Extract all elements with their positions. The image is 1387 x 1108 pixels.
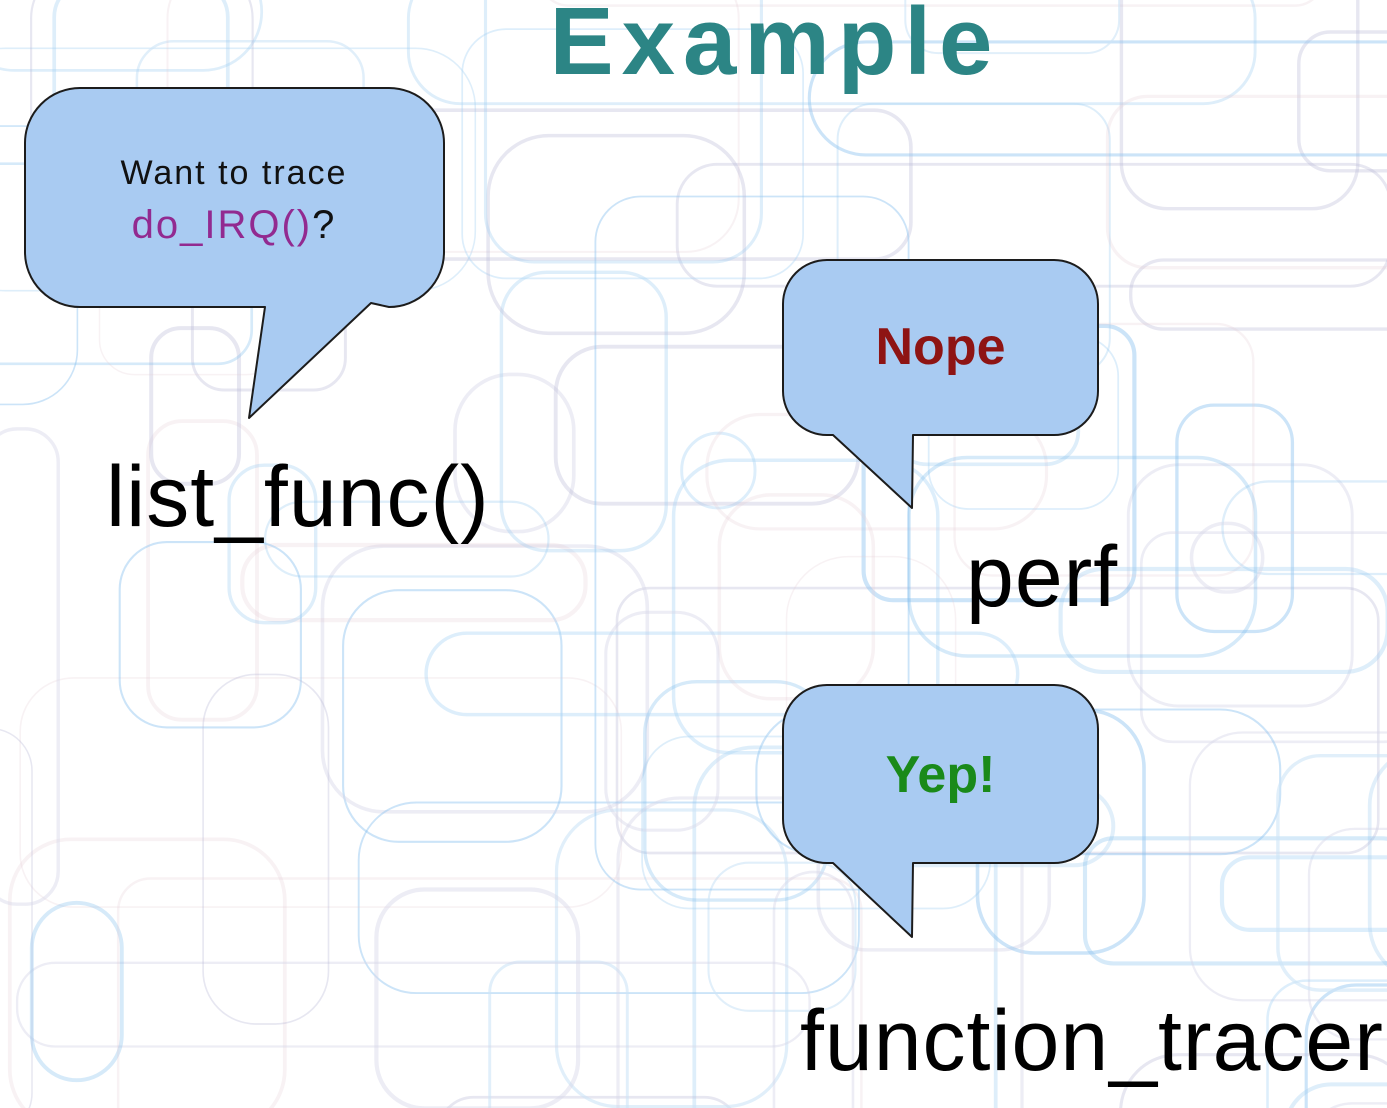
circuit-pattern-shape — [772, 870, 855, 1108]
circuit-pattern-shape — [907, 455, 1258, 658]
circuit-pattern-shape — [357, 801, 860, 995]
circuit-pattern-shape — [1219, 855, 1387, 932]
circuit-pattern-shape — [1367, 761, 1387, 968]
circuit-pattern-shape — [1276, 753, 1387, 992]
speech-bubble-question-text: Want to trace do_IRQ()? — [33, 147, 435, 251]
circuit-pattern-shape — [1129, 258, 1387, 331]
speech-bubble-question-shape — [24, 87, 445, 419]
question-code-text: do_IRQ() — [131, 203, 313, 247]
circuit-pattern-shape — [1126, 463, 1354, 708]
circuit-pattern-shape — [1175, 403, 1295, 634]
question-line1: Want to trace — [120, 154, 348, 192]
circuit-pattern-shape — [0, 427, 60, 906]
circuit-pattern-shape — [0, 728, 33, 1108]
circuit-pattern-shape — [483, 0, 763, 264]
speech-bubble-nope-shape — [782, 259, 1099, 509]
circuit-pattern-shape — [1307, 827, 1387, 1041]
circuit-pattern-shape — [1297, 30, 1387, 173]
circuit-pattern-shape — [446, 1095, 732, 1108]
circuit-pattern-shape — [594, 195, 910, 891]
circuit-pattern-shape — [227, 463, 318, 625]
label-list-func: list_func() — [106, 449, 490, 545]
circuit-pattern-shape — [953, 322, 1255, 577]
question-mark-text: ? — [312, 203, 337, 247]
circuit-pattern-shape — [488, 960, 629, 1108]
circuit-pattern-shape — [1221, 480, 1387, 576]
circuit-pattern-shape — [116, 877, 863, 1108]
speech-bubble-nope: Nope — [781, 258, 1101, 513]
circuit-pattern-shape — [1139, 531, 1387, 744]
circuit-pattern-shape — [604, 610, 720, 832]
circuit-pattern-shape — [406, 0, 1257, 106]
circuit-pattern-shape — [29, 900, 124, 1083]
circuit-pattern-shape — [342, 589, 563, 843]
circuit-pattern-shape — [146, 419, 259, 722]
circuit-pattern-shape — [707, 861, 857, 1012]
circuit-pattern-shape — [461, 28, 804, 280]
circuit-pattern-shape — [1119, 0, 1360, 211]
circuit-pattern-shape — [0, 0, 264, 72]
speech-bubble-yep-text: Yep! — [885, 746, 996, 804]
circuit-pattern-shape — [486, 133, 747, 336]
speech-bubble-yep: Yep! — [781, 683, 1101, 943]
circuit-pattern-shape — [1329, 1102, 1387, 1108]
circuit-pattern-shape — [1058, 566, 1387, 674]
circuit-pattern-shape — [453, 372, 576, 534]
question-line2: do_IRQ()? — [33, 199, 435, 251]
circuit-pattern-shape — [904, 0, 1121, 55]
circuit-pattern-shape — [149, 326, 242, 486]
circuit-pattern-shape — [240, 542, 588, 623]
circuit-pattern-shape — [549, 0, 1314, 7]
circuit-pattern-shape — [1189, 521, 1265, 594]
label-function-tracer: function_tracer — [800, 993, 1384, 1089]
circuit-pattern-shape — [1188, 731, 1387, 1002]
speech-bubble-nope-text: Nope — [875, 318, 1006, 376]
circuit-pattern-shape — [19, 677, 623, 908]
circuit-pattern-shape — [554, 808, 789, 1108]
speech-bubble-question: Want to trace do_IRQ()? — [23, 86, 448, 426]
speech-bubble-yep-shape — [782, 684, 1099, 938]
circuit-pattern-shape — [680, 431, 757, 510]
circuit-pattern-shape — [202, 673, 330, 1025]
label-perf: perf — [966, 529, 1119, 625]
circuit-pattern-shape — [263, 500, 550, 578]
circuit-pattern-shape — [499, 270, 668, 553]
circuit-pattern-shape — [424, 631, 1020, 717]
circuit-pattern-shape — [320, 544, 650, 814]
slide-title: Example — [549, 0, 1001, 95]
circuit-pattern-shape — [118, 541, 302, 729]
circuit-pattern-shape — [7, 837, 287, 1108]
circuit-pattern-shape — [15, 961, 811, 1048]
circuit-pattern-shape — [1082, 836, 1387, 966]
circuit-pattern-shape — [1119, 1053, 1387, 1108]
circuit-pattern-shape — [1105, 94, 1387, 270]
circuit-pattern-shape — [807, 40, 1387, 157]
circuit-pattern-shape — [374, 887, 581, 1108]
